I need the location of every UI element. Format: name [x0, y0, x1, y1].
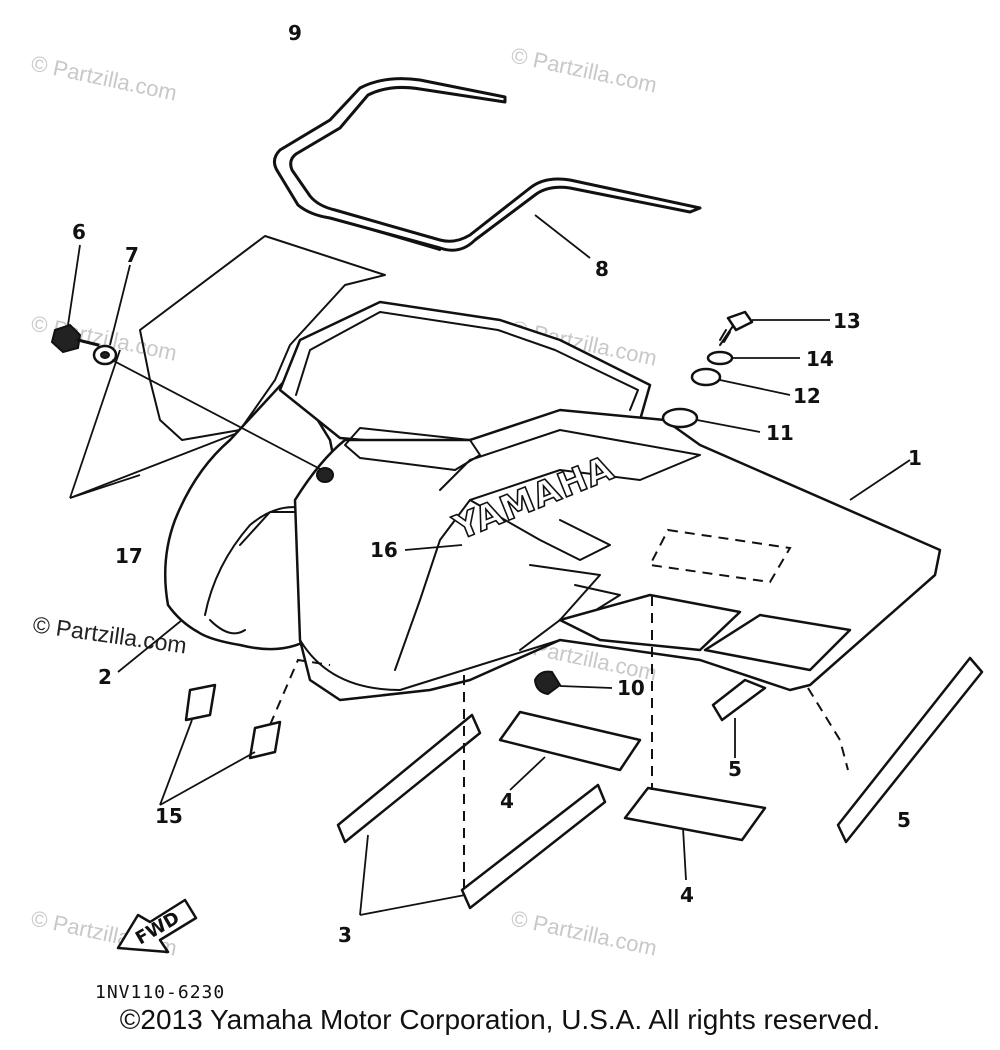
leader-7-to-hole: [111, 359, 323, 471]
part-12-grommet: [690, 367, 722, 387]
callout-4: 4: [500, 789, 514, 813]
leader-11: [696, 419, 761, 433]
callout-15: 15: [155, 804, 183, 828]
callout-14: 14: [806, 347, 834, 371]
watermark: © Partzilla.com: [509, 905, 659, 960]
copyright-notice: ©2013 Yamaha Motor Corporation, U.S.A. A…: [119, 1004, 881, 1035]
part-4-pads: [498, 596, 767, 881]
callout-4: 4: [680, 883, 694, 907]
part-code: 1NV110-6230: [95, 982, 225, 1003]
leader-6: [67, 244, 81, 326]
callout-2: 2: [98, 665, 112, 689]
grommet: [316, 467, 334, 483]
callout-17: 17: [115, 544, 143, 568]
callout-5: 5: [897, 808, 911, 832]
part-1-hood-cowl: [278, 300, 942, 702]
part-11-base: [661, 407, 699, 429]
callout-1: 1: [908, 446, 922, 470]
watermark: © Partzilla.com: [29, 50, 179, 105]
callout-13: 13: [833, 309, 861, 333]
leader-2: [117, 619, 183, 673]
leader-12: [719, 379, 791, 396]
callout-11: 11: [766, 421, 794, 445]
callout-9: 9: [288, 21, 302, 45]
part-5-strips: [711, 656, 984, 844]
part-17-panel: [69, 235, 386, 499]
leader-7: [109, 264, 131, 346]
part-10-clip: [533, 670, 613, 696]
leader-16: [404, 544, 463, 551]
part-13-screw: [719, 310, 754, 346]
leader-8: [534, 214, 591, 259]
watermark: © Partzilla.com: [509, 42, 659, 97]
callout-3: 3: [338, 923, 352, 947]
part-3-strips: [336, 675, 607, 916]
part-6-bolt: [50, 323, 100, 354]
callout-16: 16: [370, 538, 398, 562]
callout-10: 10: [617, 676, 645, 700]
part-9-upper-frame: [273, 77, 702, 252]
callout-12: 12: [793, 384, 821, 408]
callout-7: 7: [125, 243, 139, 267]
part-15-pads: [159, 658, 331, 806]
callout-8: 8: [595, 257, 609, 281]
part-7-washer: [92, 344, 118, 366]
part-14-washer: [706, 350, 734, 366]
callout-6: 6: [72, 220, 86, 244]
callout-5: 5: [728, 757, 742, 781]
